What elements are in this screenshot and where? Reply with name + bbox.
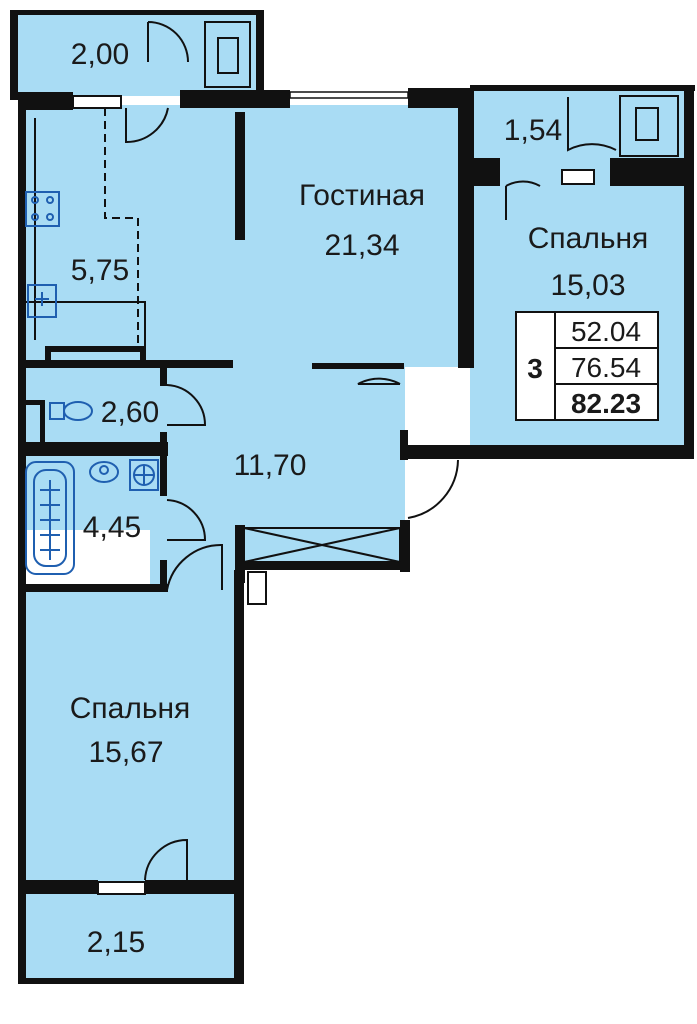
hallway-area: 11,70 xyxy=(234,449,307,482)
wc-area: 2,60 xyxy=(101,396,159,429)
area-summary-box: 3 52.04 76.54 82.23 xyxy=(515,311,659,421)
balcony-top-left-area: 2,00 xyxy=(71,38,129,71)
bedroom-right-area: 15,03 xyxy=(550,269,625,302)
living-room-name: Гостиная xyxy=(299,179,425,212)
bedroom-left-name: Спальня xyxy=(70,692,191,725)
bedroom-left-area: 15,67 xyxy=(88,736,163,769)
rooms-count: 3 xyxy=(527,353,543,384)
living-area: 52.04 xyxy=(571,316,641,347)
bathtub-icon xyxy=(25,461,75,575)
bathroom-area: 4,45 xyxy=(83,511,141,544)
washbasin-icon xyxy=(89,461,119,483)
balcony-bottom-area: 2,15 xyxy=(87,926,145,959)
total-with-balconies: 82.23 xyxy=(571,388,641,419)
bedroom-right-name: Спальня xyxy=(528,222,649,255)
door-swings xyxy=(25,21,679,881)
stove-icon xyxy=(25,191,60,227)
toilet-icon xyxy=(49,401,93,421)
balcony-top-right-area: 1,54 xyxy=(504,114,562,147)
windows xyxy=(72,91,595,895)
room-balcony-top-left[interactable] xyxy=(18,12,262,96)
kitchen-area: 5,75 xyxy=(71,254,129,287)
washing-machine-icon xyxy=(129,459,159,491)
room-bedroom-left[interactable] xyxy=(25,585,237,980)
living-room-area: 21,34 xyxy=(324,229,399,262)
walls xyxy=(10,10,695,984)
ventilation-shaft xyxy=(243,527,401,605)
kitchen-sink-icon xyxy=(27,284,57,318)
total-area: 76.54 xyxy=(571,352,641,383)
storage-cabinet-icon xyxy=(204,21,251,88)
